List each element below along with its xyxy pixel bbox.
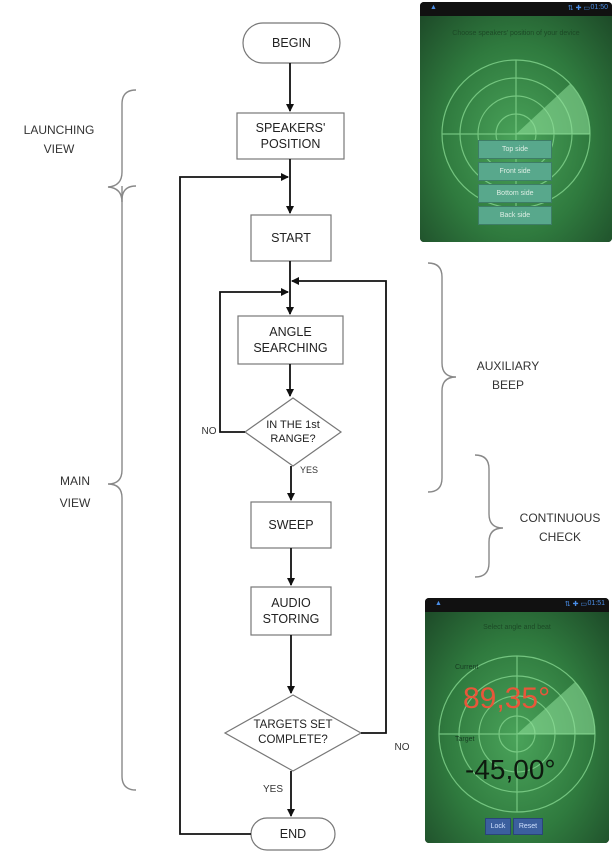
radar-graphic — [441, 59, 591, 209]
main-view-label: MAIN VIEW — [59, 474, 91, 510]
reset-button[interactable]: Reset — [513, 818, 543, 835]
radar-screen: Choose speakers' position of your device… — [420, 16, 612, 242]
radar-screen-bottom: Select angle and beat Current 89,35° Tar… — [425, 612, 609, 843]
phone-screenshot-angle: ▲ ⇅ ✚ ▭ 01:51 Select angle and beat Curr… — [425, 598, 609, 843]
angle-prompt: Select angle and beat — [483, 624, 551, 631]
status-icons-bottom: ⇅ ✚ ▭ — [564, 601, 587, 608]
sweep-label: SWEEP — [268, 518, 314, 532]
bottom-side-button[interactable]: Bottom side — [478, 184, 552, 203]
start-box — [250, 214, 332, 262]
lock-button[interactable]: Lock — [485, 818, 511, 835]
bracket-launching-view — [107, 89, 137, 203]
warning-icon-bottom: ▲ — [435, 600, 442, 607]
back-side-button[interactable]: Back side — [478, 206, 552, 225]
begin-label: BEGIN — [272, 36, 311, 50]
targets-complete-decision — [223, 694, 363, 772]
target-caption: Target — [455, 736, 475, 743]
in-range-label: IN THE 1st RANGE? — [266, 419, 320, 445]
top-side-button[interactable]: Top side — [478, 140, 552, 159]
target-angle: -45,00° — [465, 754, 556, 785]
begin-node — [242, 22, 341, 64]
loop-end-back — [179, 173, 289, 835]
position-prompt: Choose speakers' position of your device — [452, 30, 580, 37]
bracket-auxiliary-beep — [427, 262, 457, 493]
bracket-continuous-check — [474, 454, 504, 578]
targets-yes-label: YES — [262, 784, 283, 795]
audio-storing-label: AUDIO STORING — [262, 596, 320, 626]
in-range-decision — [243, 397, 343, 467]
angle-searching-label: ANGLE SEARCHING — [253, 325, 328, 355]
range-no-label: NO — [201, 426, 217, 437]
auxiliary-beep-label: AUXILIARY BEEP — [476, 359, 540, 392]
current-angle: 89,35° — [463, 682, 551, 715]
speakers-position-label: SPEAKERS' POSITION — [255, 121, 326, 151]
front-side-button[interactable]: Front side — [478, 162, 552, 181]
phone-screenshot-position: ▲ ⇅ ✚ ▭ 01:50 Choose speakers' position … — [420, 2, 612, 242]
radar-graphic-bottom — [438, 655, 596, 813]
audio-storing-box — [250, 586, 332, 636]
current-caption: Current — [455, 664, 479, 671]
continuous-check-label: CONTINUOUS CHECK — [519, 511, 601, 544]
range-yes-label: YES — [299, 465, 318, 475]
loop-range-no — [219, 288, 289, 433]
bracket-main-view — [107, 185, 137, 791]
speakers-position-box — [236, 112, 345, 160]
status-icons: ⇅ ✚ ▭ — [567, 5, 590, 12]
warning-icon: ▲ — [430, 4, 437, 11]
targets-no-label: NO — [394, 742, 410, 753]
angle-searching-box — [237, 315, 344, 365]
targets-complete-label: TARGETS SET COMPLETE? — [253, 719, 333, 746]
status-time: 01:50 — [590, 4, 608, 11]
status-time-bottom: 01:51 — [587, 600, 605, 607]
status-bar: ▲ ⇅ ✚ ▭ 01:50 — [420, 2, 612, 16]
status-bar-bottom: ▲ ⇅ ✚ ▭ 01:51 — [425, 598, 609, 612]
launching-view-label: LAUNCHING VIEW — [23, 123, 95, 156]
loop-targets-no — [291, 277, 387, 734]
end-label: END — [279, 827, 307, 841]
start-label: START — [271, 231, 311, 245]
